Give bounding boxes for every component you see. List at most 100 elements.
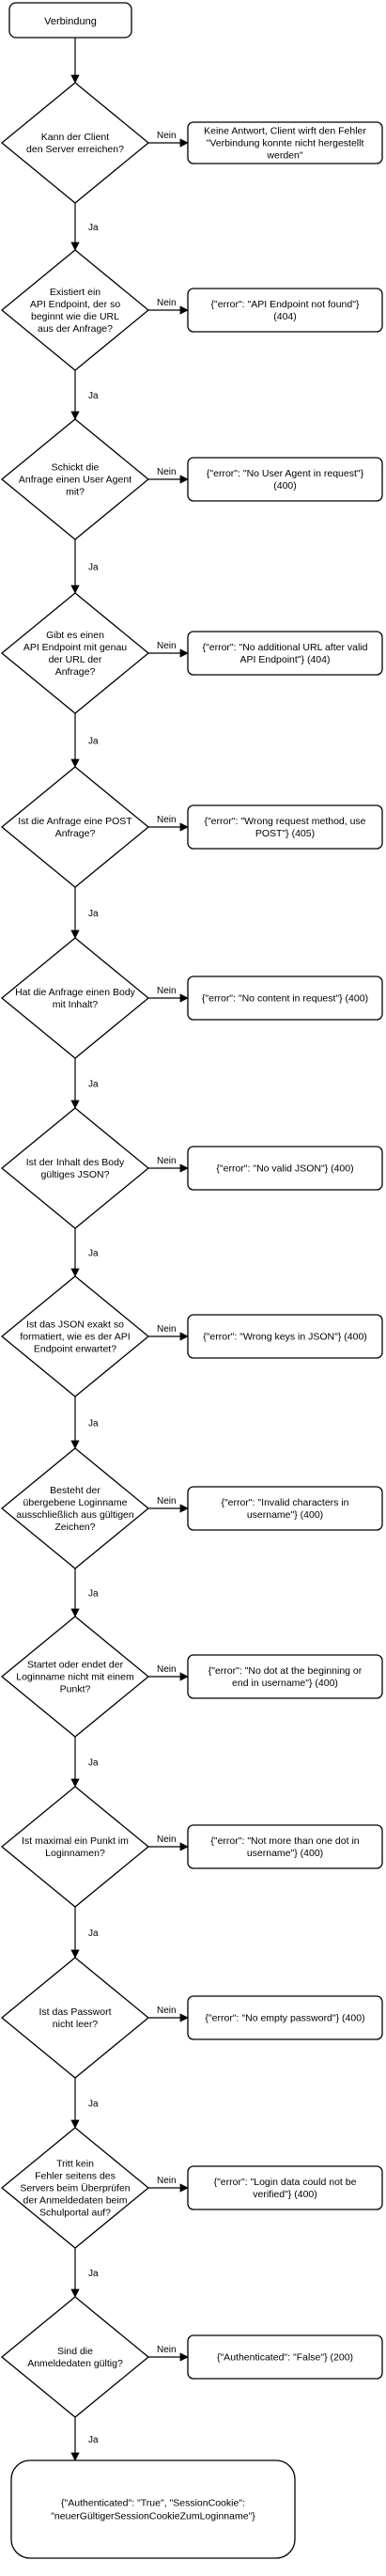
edge-no-4-head	[179, 648, 189, 658]
no-label-5: Nein	[157, 815, 177, 825]
edge-yes-1-head	[70, 242, 80, 251]
decision-question-5-line: Anfrage?	[55, 828, 96, 839]
result-text-4-line: API Endpoint"} (404)	[240, 654, 331, 665]
decision-question-1-line: Kann der Client	[41, 132, 109, 143]
decision-question-2-line: API Endpoint, der so	[30, 299, 120, 310]
decision-question-8-line: Ist das JSON exakt so	[26, 1319, 124, 1331]
result-node-14	[187, 2334, 383, 2380]
decision-node-3	[0, 418, 150, 540]
result-text-8: {"error": "Wrong keys in JSON"} (400)	[203, 1332, 367, 1343]
result-node-11	[187, 1824, 383, 1869]
result-text-10-line: {"error": "No dot at the beginning or	[208, 1665, 363, 1677]
decision-node-11	[0, 1786, 150, 1908]
yes-label-13: Ja	[88, 2269, 99, 2279]
decision-node-6	[0, 937, 150, 1059]
result-node-6	[187, 976, 383, 1021]
yes-label-3: Ja	[88, 563, 99, 573]
result-text-1-line: werden"	[266, 150, 302, 162]
decision-question-6-line: mit Inhalt?	[53, 999, 99, 1010]
result-node-3	[187, 457, 383, 502]
edge-yes-10-head	[70, 1778, 80, 1788]
result-node-13	[187, 2165, 383, 2210]
edge-yes-14-head	[70, 2452, 80, 2461]
decision-question-9-line: Besteht der	[50, 1485, 100, 1496]
decision-node-2	[0, 249, 150, 371]
decision-question-8-line: Endpoint erwartet?	[34, 1344, 116, 1355]
end-node-label-line: {"Authenticated": "True", "SessionCookie…	[61, 2498, 245, 2509]
decision-question-4-line: API Endpoint mit genau	[23, 642, 127, 653]
edge-yes-13-head	[70, 2288, 80, 2298]
yes-label-6: Ja	[88, 1080, 99, 1090]
decision-question-6-line: Hat die Anfrage einen Body	[15, 987, 136, 998]
edge-no-6-head	[179, 993, 189, 1003]
decision-question-11-line: Ist maximal ein Punkt im	[22, 1835, 129, 1847]
end-node	[10, 2459, 296, 2559]
edge-yes-3-head	[70, 585, 80, 594]
result-node-4	[187, 631, 383, 676]
decision-node-1	[0, 82, 150, 204]
decision-question-2-line: aus der Anfrage?	[38, 323, 113, 335]
decision-question-3-line: mit?	[66, 487, 85, 498]
result-text-4: {"error": "No additional URL after valid…	[203, 642, 368, 665]
no-label-4: Nein	[157, 641, 177, 651]
no-label-11: Nein	[157, 1834, 177, 1845]
result-text-11-line: {"error": "Not more than one dot in	[210, 1835, 359, 1847]
result-node-1	[187, 121, 383, 164]
decision-question-3-line: Schickt die	[52, 462, 100, 474]
result-text-5-line: POST"} (405)	[255, 828, 315, 839]
edge-yes-6-head	[70, 1100, 80, 1109]
decision-question-5-line: Ist die Anfrage eine POST	[18, 816, 132, 827]
yes-label-14: Ja	[88, 2435, 99, 2445]
yes-label-2: Ja	[88, 391, 99, 401]
edge-no-11-head	[179, 1842, 189, 1851]
no-label-2: Nein	[157, 298, 177, 308]
decision-question-13-line: Servers beim Überprüfen	[20, 2183, 130, 2194]
no-label-8: Nein	[157, 1324, 177, 1335]
result-text-1-line: "Verbindung konnte nicht hergestellt	[207, 138, 364, 149]
flowchart-edge-labels: NeinJaNeinJaNeinJaNeinJaNeinJaNeinJaNein…	[88, 131, 177, 2445]
no-label-7: Nein	[157, 1156, 177, 1166]
no-label-14: Nein	[157, 2345, 177, 2355]
decision-question-4-line: Gibt es einen	[46, 630, 104, 641]
yes-label-10: Ja	[88, 1758, 99, 1769]
decision-node-4	[0, 592, 150, 714]
result-text-13-line: {"error": "Login data could not be	[214, 2177, 357, 2188]
result-text-7: {"error": "No valid JSON"} (400)	[216, 1163, 353, 1175]
decision-question-7-line: gültiges JSON?	[41, 1169, 110, 1180]
yes-label-1: Ja	[88, 223, 99, 233]
result-node-9	[187, 1486, 383, 1531]
no-label-10: Nein	[157, 1664, 177, 1675]
start-node-label: Verbindung	[44, 16, 97, 27]
flowchart-edges	[70, 38, 189, 2461]
result-text-4-line: {"error": "No additional URL after valid	[203, 642, 368, 653]
result-text-6: {"error": "No content in request"} (400)	[202, 993, 368, 1005]
edge-yes-8-head	[70, 1440, 80, 1449]
decision-question-3-line: Anfrage einen User Agent	[19, 475, 131, 486]
result-text-12: {"error": "No empty password"} (400)	[205, 2013, 364, 2024]
edge-yes-11-head	[70, 1949, 80, 1959]
result-text-1: Keine Antwort, Client wirft den Fehler"V…	[204, 126, 366, 162]
decision-question-12-line: nicht leer?	[53, 2019, 99, 2030]
result-text-9-line: username"} (400)	[247, 1509, 323, 1521]
no-label-9: Nein	[157, 1496, 177, 1507]
decision-node-12	[0, 1957, 150, 2079]
result-text-6-line: {"error": "No content in request"} (400)	[202, 993, 368, 1005]
decision-question-10-line: Punkt?	[60, 1684, 91, 1695]
decision-question-13-line: Fehler seitens des	[35, 2171, 116, 2182]
edge-yes-2-head	[70, 411, 80, 420]
decision-node-13	[0, 2127, 150, 2249]
yes-label-12: Ja	[88, 2100, 99, 2110]
edge-no-12-head	[179, 2013, 189, 2022]
